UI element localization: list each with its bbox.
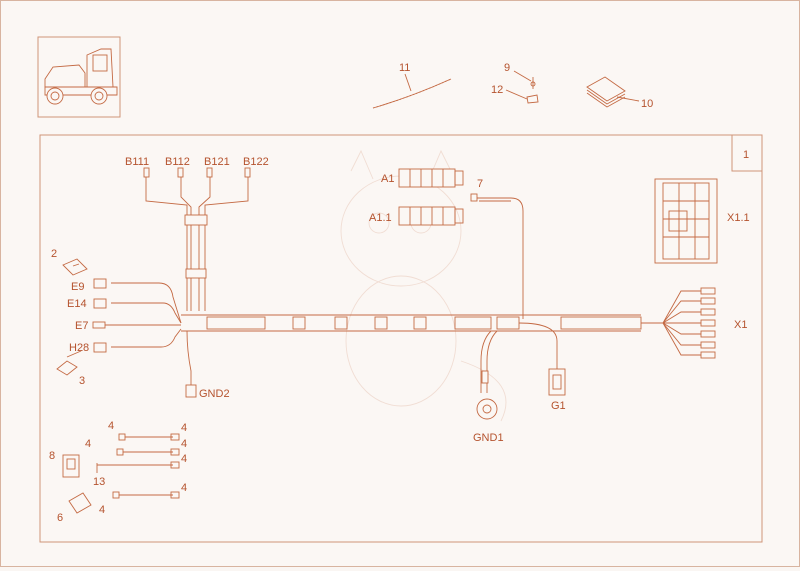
label-clip: 12 [491,84,503,96]
relay-a1-1[interactable] [398,206,464,226]
label-hose: 11 [399,62,410,74]
item2-connector[interactable] [62,258,88,276]
label-a1-1: A1.1 [369,212,392,224]
item6-housing[interactable] [68,492,92,514]
corrugated-hose[interactable] [372,73,452,109]
left-branches [92,278,197,398]
label-b112: B112 [165,156,190,168]
label-item4-a: 4 [108,420,114,432]
item8-housing[interactable] [62,454,80,478]
label-e7: E7 [75,320,88,332]
label-x1-1: X1.1 [727,212,750,224]
branch-item7 [477,197,524,319]
label-b122: B122 [243,156,269,168]
operator-manual[interactable] [586,76,640,108]
main-trunk [181,314,642,332]
label-gnd2: GND2 [199,388,230,400]
g1-connector[interactable] [518,322,566,396]
label-item4-f: 4 [181,482,187,494]
pin-part[interactable] [513,70,536,89]
label-b121: B121 [204,156,230,168]
sensor-connectors [143,167,251,311]
item3-connector[interactable] [56,350,82,376]
relay-a1[interactable] [398,168,464,188]
harness-frame [39,134,763,543]
fuse-block-x1-1[interactable] [654,178,718,264]
label-h28: H28 [69,342,89,354]
label-item7: 7 [477,178,483,190]
section-number: 1 [743,149,749,161]
label-gnd1: GND1 [473,432,504,444]
label-item3: 3 [79,375,85,387]
label-e14: E14 [67,298,87,310]
label-item2: 2 [51,248,57,260]
label-item4-b: 4 [181,422,187,434]
label-x1: X1 [734,319,747,331]
label-item4-c: 4 [85,438,91,450]
label-item4-g: 4 [99,504,105,516]
label-g1: G1 [551,400,566,412]
label-item4-d: 4 [181,438,187,450]
x1-branch [641,287,716,359]
label-b111: B111 [125,156,149,168]
label-item6: 6 [57,512,63,524]
clip-part[interactable] [505,89,539,104]
label-a1: A1 [381,173,394,185]
label-item13: 13 [93,476,105,488]
label-item4-e: 4 [181,453,187,465]
section-number-box [731,134,763,172]
label-manual: 10 [641,98,653,110]
label-item8: 8 [49,450,55,462]
label-pin: 9 [504,62,510,74]
item4-cables [96,433,180,499]
label-e9: E9 [71,281,84,293]
dumper-thumbnail[interactable] [37,36,121,118]
gnd1-lug[interactable] [476,330,498,420]
